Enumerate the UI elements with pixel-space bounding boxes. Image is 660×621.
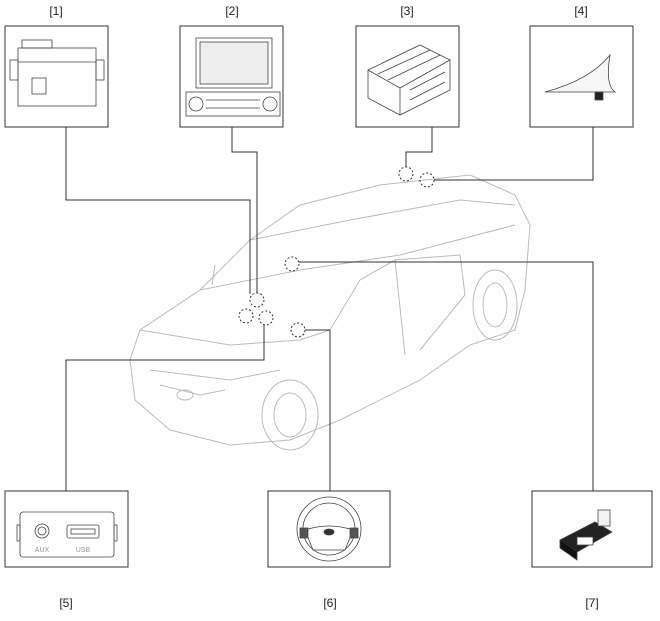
- location-marker-2: [249, 292, 265, 308]
- leader-line-2: [231, 127, 258, 293]
- callout-label-7: [7]: [585, 596, 599, 610]
- location-marker-5: [258, 310, 274, 326]
- amplifier-illustration: [367, 44, 451, 116]
- leader-line-6: [305, 329, 331, 491]
- callout-label-3: [3]: [400, 4, 414, 18]
- leader-line-4: [434, 127, 594, 181]
- aux-port-icon: [34, 523, 50, 539]
- location-marker-3: [398, 166, 414, 182]
- component-box-1: [4, 25, 109, 128]
- audio-unit-illustration: [9, 39, 105, 107]
- steering-wheel-illustration: [296, 496, 362, 562]
- leader-line-5: [65, 325, 265, 491]
- callout-label-2: [2]: [225, 4, 239, 18]
- component-box-7: [531, 490, 653, 568]
- usb-port-icon: [66, 524, 100, 539]
- location-marker-6: [290, 322, 306, 338]
- callout-label-1: [1]: [49, 4, 63, 18]
- component-box-4: [529, 25, 634, 128]
- callout-label-6: [6]: [323, 596, 337, 610]
- location-marker-7: [284, 256, 300, 272]
- head-unit-illustration: [185, 37, 281, 117]
- location-marker-1: [238, 308, 254, 324]
- callout-label-4: [4]: [574, 4, 588, 18]
- location-marker-4: [419, 172, 435, 188]
- leader-line-3: [405, 127, 433, 167]
- callout-label-5: [5]: [59, 596, 73, 610]
- leader-line-7: [299, 261, 594, 491]
- antenna-illustration: [544, 53, 617, 101]
- aux-label: AUX: [35, 547, 50, 554]
- sensor-module-illustration: [559, 509, 613, 561]
- aux-usb-jack-illustration: AUX USB: [16, 511, 118, 558]
- component-box-3: [355, 25, 460, 128]
- component-box-5: [4, 490, 129, 568]
- leader-line-1: [65, 127, 251, 294]
- component-box-6: [267, 490, 391, 568]
- usb-label: USB: [76, 547, 91, 554]
